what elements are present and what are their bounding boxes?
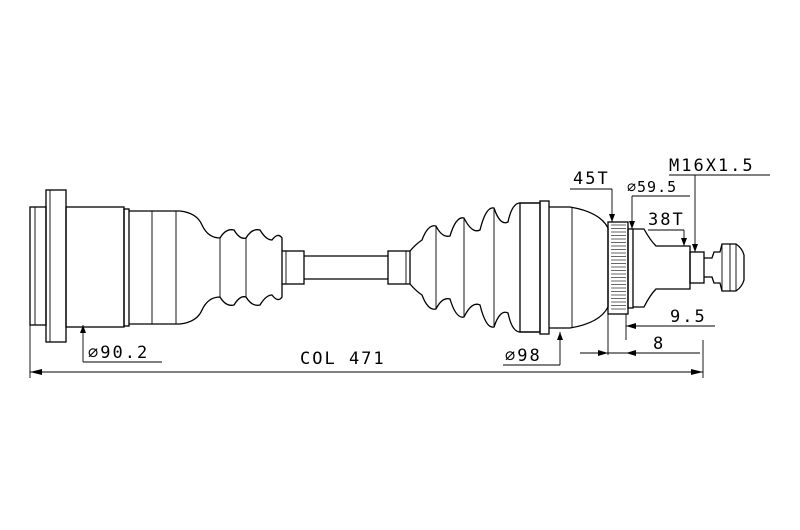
overall-length-label: COL 471: [300, 349, 386, 369]
outer-boot: [409, 202, 540, 333]
stub-axle: [633, 228, 745, 308]
dim-spline-inner: 38T: [648, 210, 687, 246]
dim-9-5-label: 9.5: [670, 307, 707, 327]
dim-8-label: 8: [653, 334, 665, 354]
inner-cv-joint: [29, 189, 130, 343]
inner-cup-diameter-label: ∅90.2: [88, 343, 149, 363]
dim-abs-ring-diameter: ∅59.5: [627, 178, 690, 229]
spline-inner-label: 38T: [648, 210, 685, 230]
inner-boot: [129, 210, 283, 325]
outer-joint-diameter-label: ∅98: [505, 346, 542, 366]
dim-overall-length: COL 471: [29, 325, 704, 378]
dim-8: 8: [580, 334, 700, 356]
abs-ring: [607, 221, 634, 315]
dim-9-5: 9.5: [607, 307, 715, 355]
shaft: [281, 250, 411, 285]
abs-ring-diameter-label: ∅59.5: [627, 178, 677, 196]
dim-outer-joint-diameter: ∅98: [503, 332, 563, 366]
dim-spline-outer: 45T: [570, 169, 615, 222]
thread-label: M16X1.5: [669, 156, 755, 176]
outer-cv-joint: [519, 200, 609, 335]
abs-ring-teeth: [611, 224, 626, 310]
spline-outer-label: 45T: [573, 169, 610, 189]
dim-thread: M16X1.5: [669, 156, 770, 252]
dim-inner-cup-diameter: ∅90.2: [80, 325, 162, 363]
